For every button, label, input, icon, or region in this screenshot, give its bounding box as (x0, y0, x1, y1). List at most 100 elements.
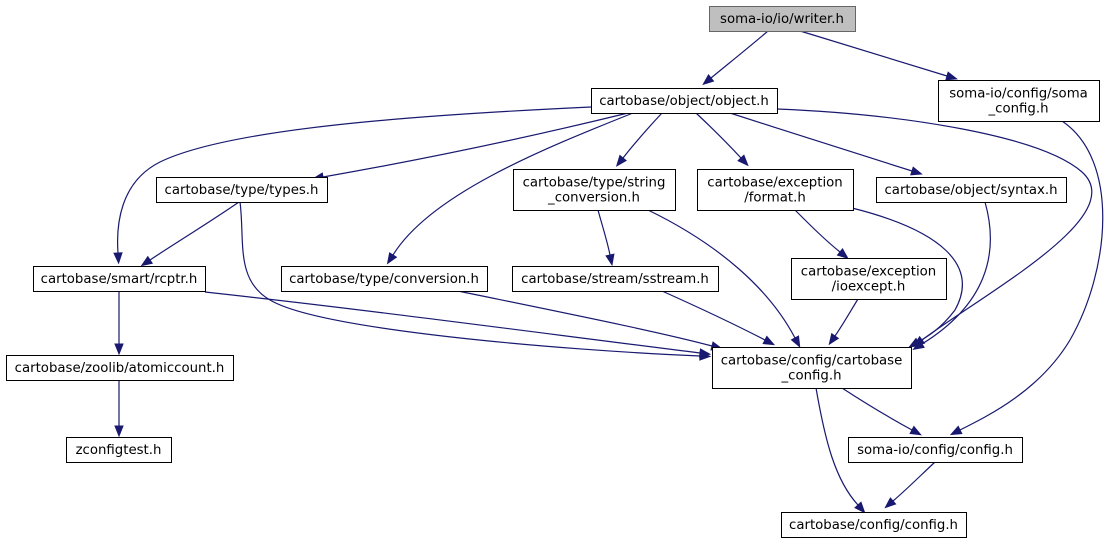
edge-object-to-conversion (386, 112, 634, 265)
edge-line (597, 209, 611, 256)
edge-writer-to-object (702, 30, 769, 86)
arrowhead (828, 332, 840, 346)
node-label: cartobase/config/config.h (789, 518, 958, 533)
node-string-conversion[interactable]: cartobase/type/string_conversion.h (513, 169, 676, 211)
edge-line (921, 201, 991, 345)
edge-ioexcept-to-cartobase_config (828, 298, 859, 346)
node-label: cartobase/stream/sstream.h (521, 272, 709, 287)
node-label: cartobase/object/object.h (599, 94, 769, 109)
node-object[interactable]: cartobase/object/object.h (591, 88, 778, 114)
node-label: zconfigtest.h (76, 443, 162, 458)
edge-line (794, 209, 841, 253)
arrowhead (114, 425, 124, 438)
arrowhead (854, 501, 866, 514)
edge-object-to-string_conversion (615, 112, 663, 167)
edge-line (392, 112, 634, 256)
node-ioexcept[interactable]: cartobase/exception/ioexcept.h (791, 258, 947, 300)
edge-line (695, 112, 742, 159)
edge-line (149, 201, 240, 261)
node-box (513, 169, 676, 211)
arrowhead (114, 343, 124, 356)
arrowhead (945, 71, 958, 81)
node-label: /format.h (744, 191, 806, 206)
node-label: cartobase/type/conversion.h (289, 272, 479, 287)
node-zconfigtest[interactable]: zconfigtest.h (66, 437, 172, 463)
arrowhead (949, 425, 963, 436)
node-box (848, 437, 1023, 463)
edge-rcptr-to-atomiccount (114, 291, 124, 356)
node-box (876, 177, 1067, 203)
node-label: soma-io/io/writer.h (720, 12, 844, 27)
node-label: cartobase/exception (801, 265, 936, 280)
node-box (281, 266, 488, 292)
node-box (6, 355, 234, 381)
edge-object-to-format (695, 112, 749, 167)
edge-format-to-ioexcept (794, 209, 849, 260)
edge-line (622, 112, 663, 159)
edge-soma_config-to-somaio_config (949, 120, 1104, 436)
edge-object-to-rcptr (113, 106, 592, 265)
node-rcptr[interactable]: cartobase/smart/rcptr.h (33, 266, 206, 292)
arrowhead (910, 166, 923, 176)
edge-line (959, 120, 1104, 431)
edge-cartobase_config-to-somaio_config (841, 387, 922, 436)
node-label: soma-io/config/config.h (857, 443, 1013, 458)
edge-line (799, 30, 948, 77)
edge-line (834, 298, 859, 337)
edge-line (815, 387, 859, 506)
node-sstream[interactable]: cartobase/stream/sstream.h (512, 266, 719, 292)
edge-line (322, 112, 629, 178)
node-label: _config.h (988, 102, 1049, 117)
edge-string_conversion-to-cartobase_config (647, 209, 801, 348)
edge-line (661, 290, 766, 341)
edge-cartobase_config-to-cartobase_config_h (815, 387, 866, 514)
node-format[interactable]: cartobase/exception/format.h (697, 169, 854, 211)
edges-layer (113, 30, 1104, 514)
edge-line (457, 290, 713, 347)
edge-sstream-to-cartobase_config (661, 290, 776, 346)
node-label: cartobase/type/string (523, 176, 666, 191)
node-label: cartobase/config/cartobase (721, 354, 903, 369)
node-atomiccount[interactable]: cartobase/zoolib/atomiccount.h (6, 355, 234, 381)
node-conversion[interactable]: cartobase/type/conversion.h (281, 266, 488, 292)
node-syntax[interactable]: cartobase/object/syntax.h (876, 177, 1067, 203)
node-somaio-config[interactable]: soma-io/config/config.h (848, 437, 1023, 463)
edge-atomiccount-to-zconfigtest (114, 380, 124, 438)
edge-line (892, 461, 936, 502)
arrowhead (140, 255, 154, 267)
node-cartobase-config[interactable]: cartobase/config/cartobase_config.h (712, 347, 912, 389)
node-box (66, 437, 172, 463)
arrowhead (702, 74, 715, 86)
arrowhead (113, 252, 123, 265)
arrowhead (698, 348, 712, 358)
node-box (697, 169, 854, 211)
edge-syntax-to-cartobase_config (912, 201, 991, 351)
edge-object-to-cartobase_config (776, 108, 1093, 347)
edge-line (710, 30, 769, 79)
edge-object-to-syntax (729, 112, 923, 176)
edge-somaio_config-to-cartobase_config_h (884, 461, 936, 509)
node-label: soma-io/config/soma (949, 87, 1088, 102)
node-soma-config[interactable]: soma-io/config/soma_config.h (938, 80, 1100, 122)
node-writer[interactable]: soma-io/io/writer.h (709, 6, 856, 32)
node-cartobase-config-h[interactable]: cartobase/config/config.h (781, 512, 967, 538)
node-box (512, 266, 719, 292)
node-label: _config.h (781, 369, 842, 384)
node-box (938, 80, 1100, 122)
node-label: cartobase/exception (707, 176, 842, 191)
node-box (791, 258, 947, 300)
arrowhead (912, 339, 925, 351)
edge-line (117, 106, 592, 254)
arrowhead (386, 252, 398, 265)
edge-line (776, 108, 1093, 341)
node-types[interactable]: cartobase/type/types.h (156, 177, 328, 203)
edge-types-to-rcptr (140, 201, 240, 267)
edge-line (204, 291, 701, 354)
edge-line (851, 207, 963, 343)
node-label: cartobase/type/types.h (165, 183, 319, 198)
edge-line (239, 201, 701, 357)
arrowhead (737, 154, 749, 167)
arrowhead (762, 335, 776, 346)
arrowhead (836, 248, 849, 260)
